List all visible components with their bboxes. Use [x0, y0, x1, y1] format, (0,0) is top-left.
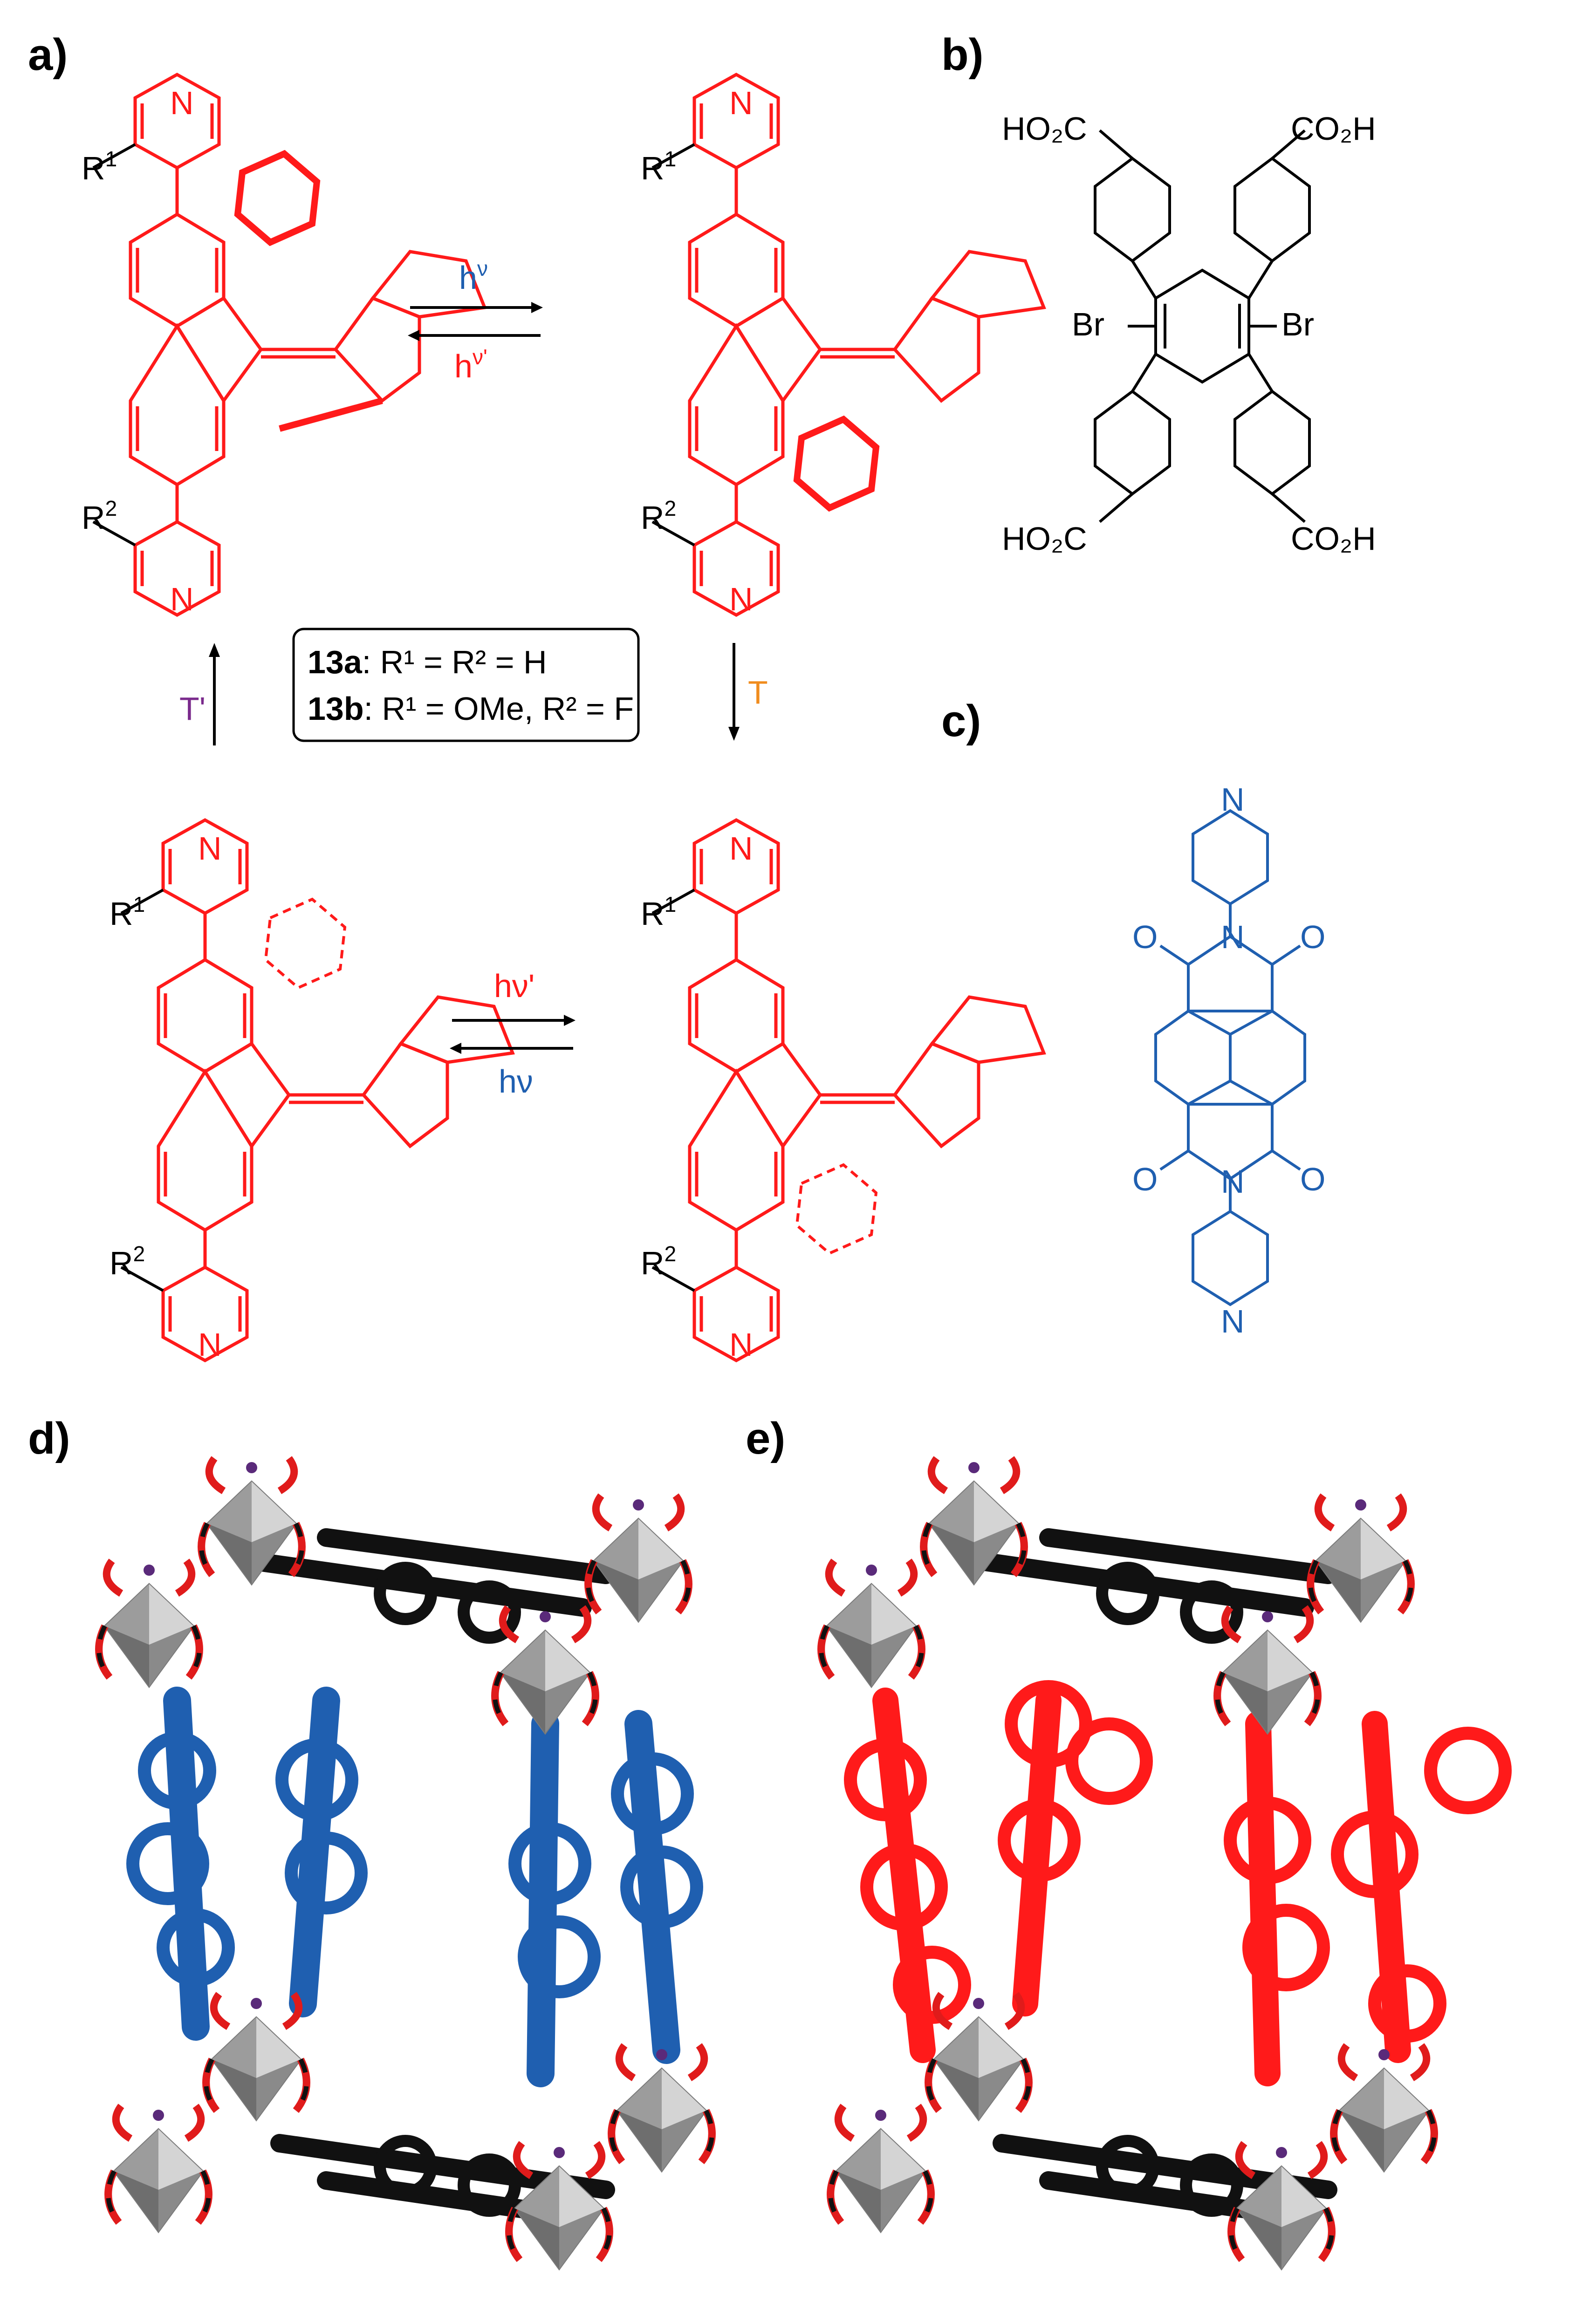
switch-molecule-metastable-right: R1 R2 N N [641, 75, 1044, 617]
ndi-o2: O [1300, 919, 1325, 955]
scheme-a: R1 R2 N N R1 R2 N N R1 R2 N N R1 [82, 75, 1044, 1363]
pyridine-n: N [198, 1326, 222, 1363]
r1-label: R1 [641, 147, 676, 186]
pyridine-n: N [170, 85, 194, 121]
ndi-n-top: N [1221, 781, 1245, 818]
metal-cluster [611, 2045, 712, 2171]
r2-label: R2 [110, 1242, 145, 1281]
panel-label-e: e) [746, 1414, 785, 1463]
panel-label-c: c) [941, 696, 981, 746]
ndi-o1: O [1132, 919, 1158, 955]
cooh-tr: CO₂H [1291, 110, 1376, 147]
pyridine-n: N [729, 1326, 753, 1363]
hv-prime-label: hν' [494, 968, 534, 1004]
r2-label: R2 [641, 1242, 676, 1281]
crystal-structure-d [99, 1458, 712, 2269]
crystal-structure-e [821, 1458, 1512, 2269]
ndi-n-bottom: N [1221, 1303, 1245, 1340]
switch-pillar [872, 1688, 1411, 2086]
ndi-o3: O [1132, 1161, 1158, 1197]
compound-legend-box: 13a: R¹ = R² = H 13b: R¹ = OMe, R² = F [292, 628, 640, 742]
hv-forward-label: hν [459, 256, 488, 296]
metal-cluster [206, 1994, 307, 2120]
hv-back-label: hν' [454, 345, 487, 384]
metal-cluster [821, 1561, 922, 1687]
metal-cluster [1231, 2143, 1332, 2269]
r2-label: R2 [641, 496, 676, 536]
panel-label-d: d) [28, 1414, 70, 1463]
top-equilibrium-arrows: hν hν' [408, 256, 543, 384]
pyridine-n: N [729, 85, 753, 121]
metal-cluster [108, 2106, 209, 2232]
tetracarboxylate-linker [242, 1528, 615, 2227]
panel-label-a: a) [28, 30, 68, 80]
ndi-o4: O [1300, 1161, 1325, 1197]
cooh-tl: HO₂C [1002, 110, 1087, 147]
vertical-arrows: T T' [179, 643, 768, 745]
ndi-n-imide-bottom: N [1221, 1163, 1245, 1200]
tetracarboxylate-linker [969, 1528, 1337, 2227]
metal-cluster [830, 2106, 931, 2232]
pyridine-n: N [729, 830, 753, 867]
bottom-equilibrium-arrows: hν' hν [450, 968, 576, 1100]
metal-cluster [509, 2143, 610, 2269]
panel-label-b: b) [941, 30, 984, 80]
switch-molecule-bottom-left: R1 R2 N N [110, 820, 513, 1363]
cooh-br: CO₂H [1291, 520, 1376, 557]
ndi-pillar [163, 1687, 680, 2087]
pyridine-n: N [729, 581, 753, 617]
molecule-c-labels: N N N N O O O O [1132, 781, 1325, 1340]
br-right: Br [1281, 306, 1314, 342]
switch-molecule-stable-left: R1 R2 N N [82, 75, 485, 617]
r1-label: R1 [110, 892, 145, 932]
metal-cluster [1310, 1496, 1411, 1621]
pyridine-n: N [170, 581, 194, 617]
r2-label: R2 [82, 496, 117, 536]
metal-cluster [99, 1561, 199, 1687]
naphthyl-bold-ring [234, 150, 321, 246]
metal-cluster [1334, 2045, 1434, 2171]
cooh-bl: HO₂C [1002, 520, 1087, 557]
molecule-c-ndi [1154, 809, 1306, 1306]
pyridine-n: N [198, 830, 222, 867]
br-left: Br [1072, 306, 1104, 342]
legend-13b: 13b: R¹ = OMe, R² = F [308, 690, 634, 727]
thermal-t-prime-label: T' [179, 690, 206, 727]
ndi-n-imide-top: N [1221, 919, 1245, 955]
molecule-b-linker [1094, 129, 1311, 523]
r1-label: R1 [82, 147, 117, 186]
thermal-t-label: T [748, 674, 768, 711]
switch-molecule-bottom-right: R1 R2 N N [641, 820, 1044, 1363]
r1-label: R1 [641, 892, 676, 932]
metal-cluster [588, 1496, 689, 1621]
molecule-b-labels: HO₂C CO₂H HO₂C CO₂H Br Br [1002, 110, 1376, 557]
legend-13a: 13a: R¹ = R² = H [308, 644, 547, 680]
hv-label: hν [499, 1063, 533, 1100]
